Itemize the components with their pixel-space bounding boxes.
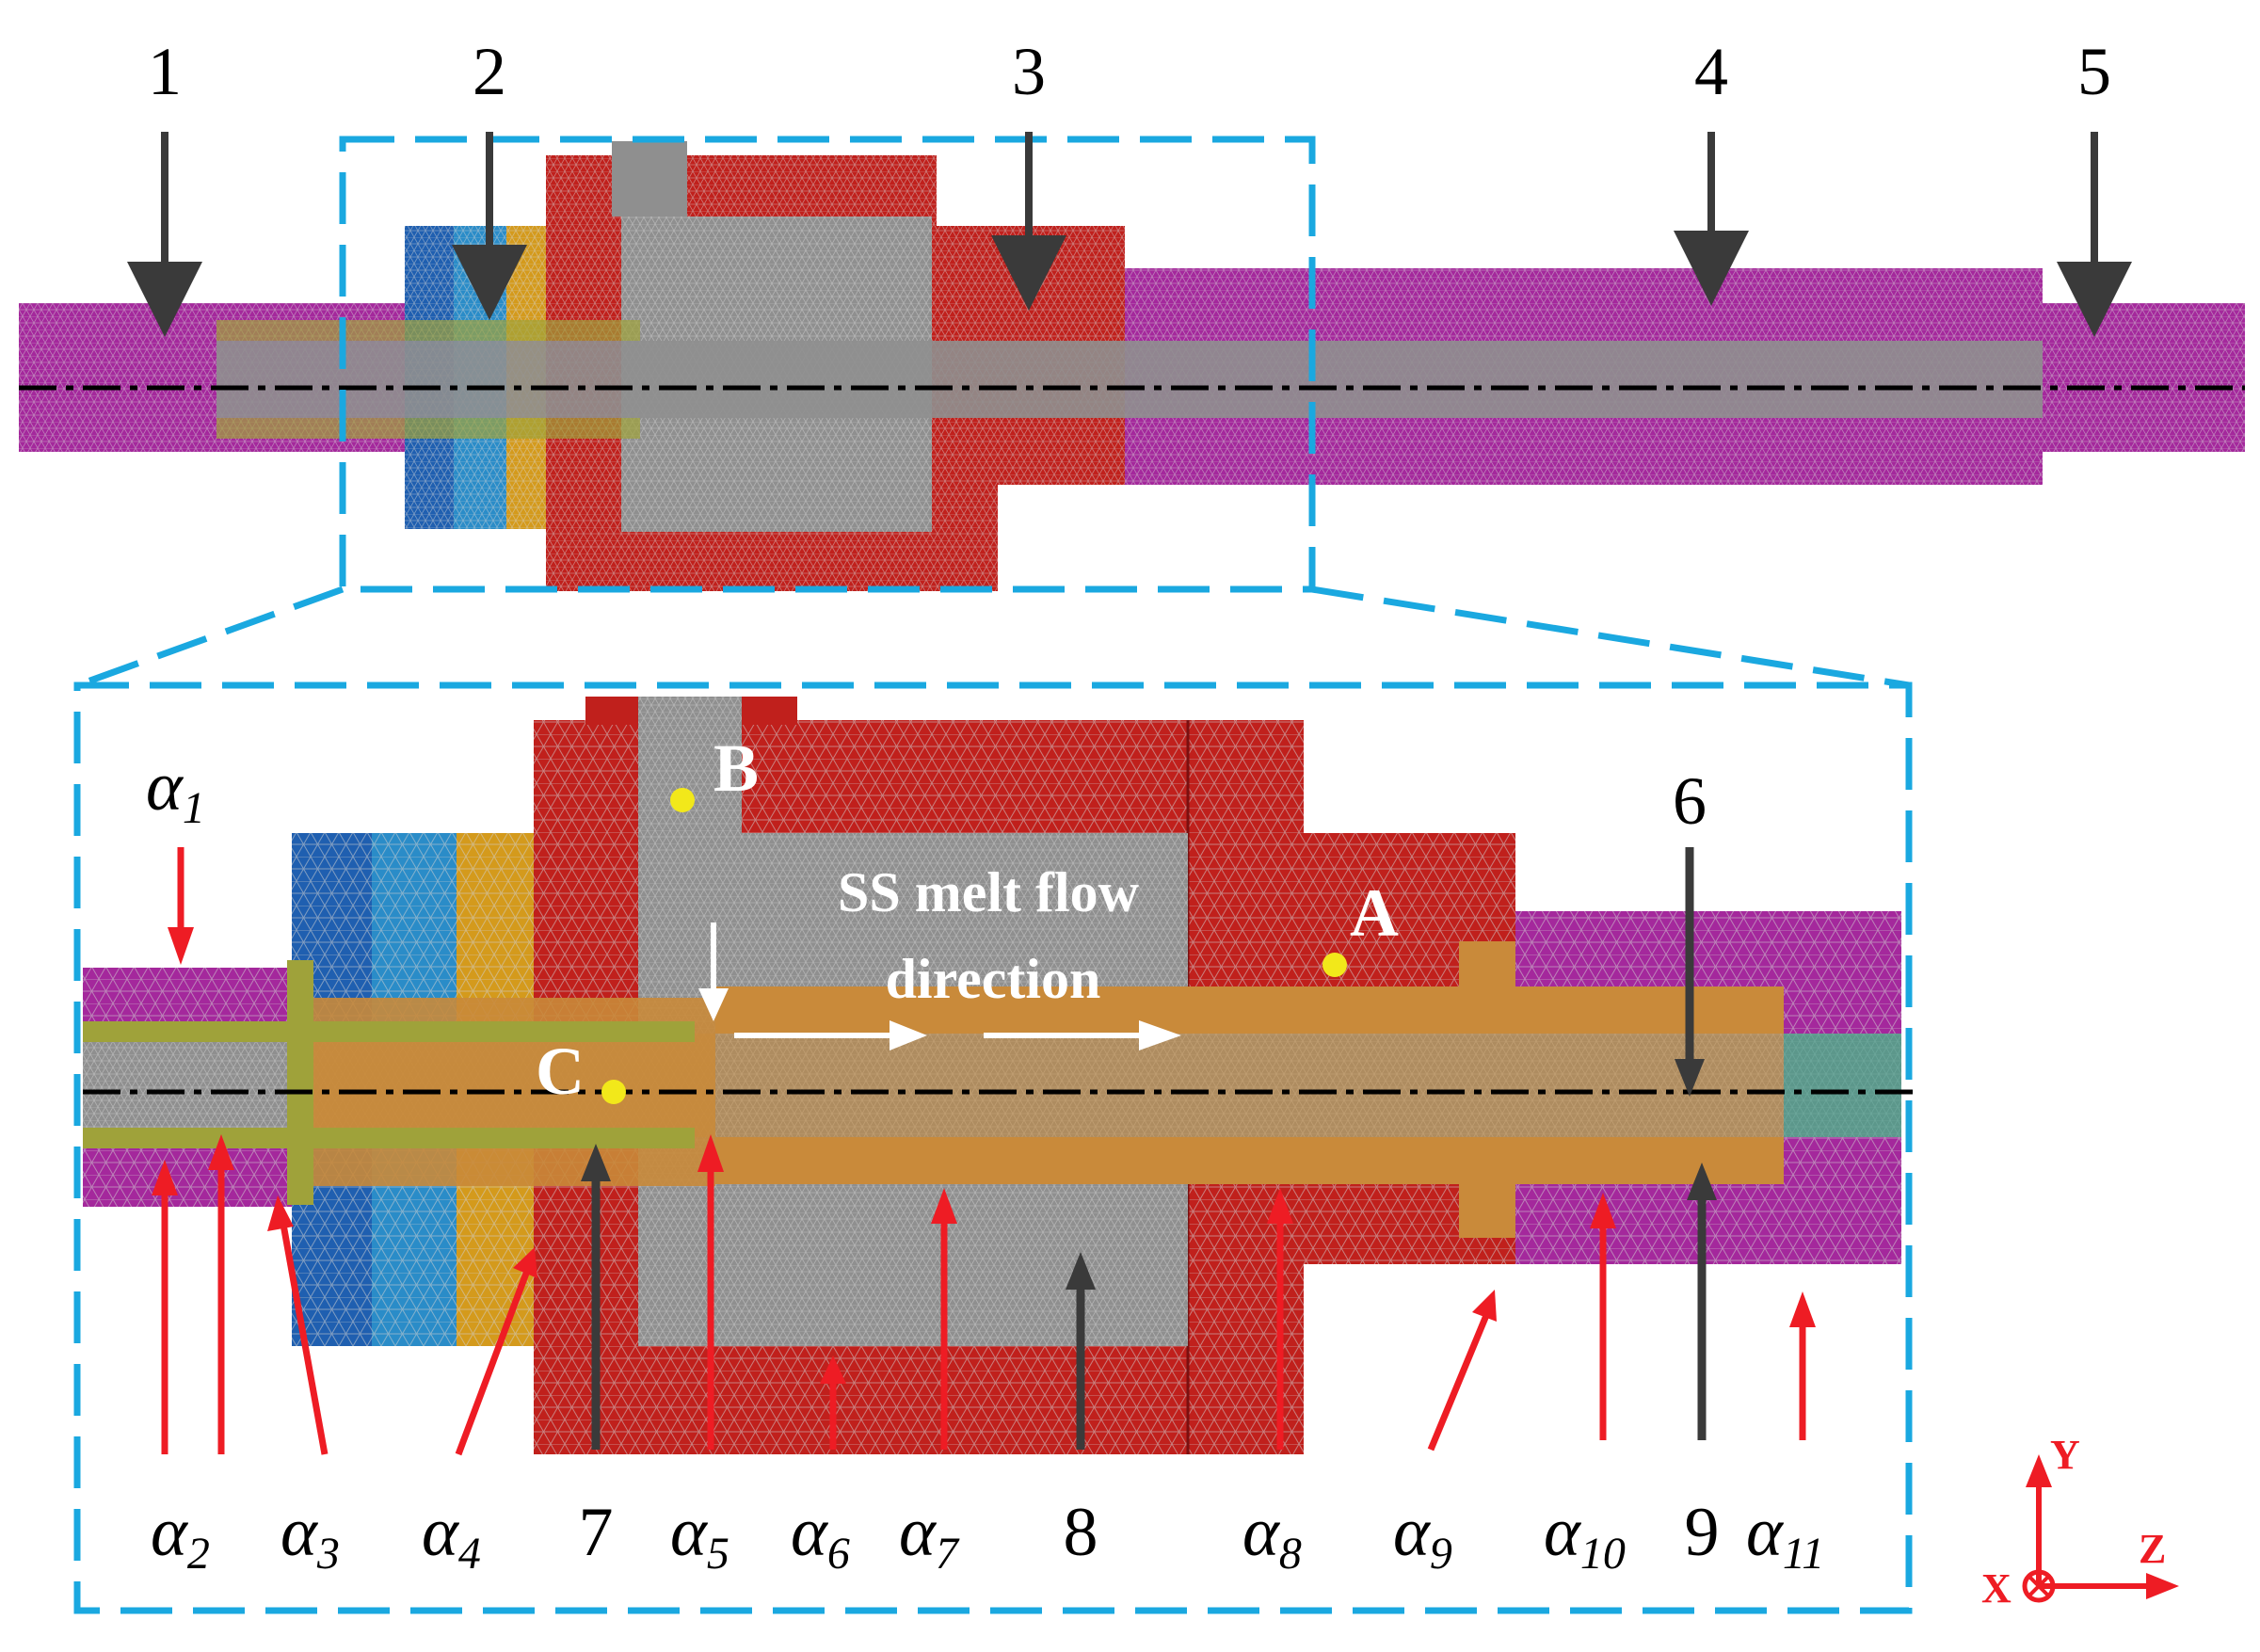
bottom-labels: α2 α3 α4 7 α5 α6 α7 8 α8 α9 α10 9 α11 [151, 1494, 1824, 1579]
zoom-box-top [339, 136, 1316, 593]
top-label-3: 3 [1012, 34, 1046, 109]
flow-annotation: SS melt flow direction [698, 861, 1181, 1051]
inner-olive-top [83, 1021, 695, 1042]
melt-sheath-bottom [715, 1137, 1784, 1184]
point-a-dot [1322, 953, 1347, 977]
point-a-label: A [1350, 875, 1399, 951]
alpha-3-label: α3 [280, 1494, 340, 1579]
monitor-points: B A C [536, 730, 1399, 1109]
top-label-5: 5 [2077, 34, 2111, 109]
alpha-1-callout: α1 [146, 748, 205, 965]
label-9: 9 [1685, 1494, 1720, 1571]
point-c-dot [601, 1080, 626, 1104]
alpha-11-label: α11 [1746, 1494, 1824, 1579]
part-arrows-detail [581, 847, 1717, 1450]
melt-sheath-top [715, 986, 1784, 1034]
alpha-2-label: α2 [151, 1494, 210, 1579]
alpha-4-label: α4 [422, 1494, 481, 1579]
zoom-guide-right [1311, 585, 1910, 689]
alpha-8-label: α8 [1242, 1494, 1302, 1579]
label-7: 7 [579, 1494, 614, 1571]
overview-model [19, 141, 2245, 591]
x-axis-symbol [2022, 1569, 2056, 1603]
coordinate-axes: Y Z X [1981, 1432, 2179, 1612]
teal-end-zone [1784, 1034, 1901, 1137]
zoom-guide-left [75, 585, 345, 689]
inner-olive-bottom [83, 1128, 695, 1148]
top-label-1: 1 [148, 34, 182, 109]
top-callouts: 1 2 3 4 5 [127, 34, 2132, 337]
label-6: 6 [1673, 763, 1707, 839]
alpha-7-label: α7 [899, 1494, 960, 1579]
point-c-label: C [536, 1034, 585, 1109]
alpha-6-label: α6 [791, 1494, 850, 1579]
flow-text-line2: direction [886, 948, 1101, 1010]
y-axis-label: Y [2050, 1432, 2080, 1478]
z-axis-label: Z [2139, 1526, 2166, 1572]
flow-text-line1: SS melt flow [838, 861, 1140, 923]
detail-model [83, 697, 1920, 1454]
core-channel [216, 341, 2043, 418]
x-axis-label: X [1981, 1565, 2012, 1612]
alpha-1-label: α1 [146, 748, 205, 833]
top-label-2: 2 [473, 34, 506, 109]
label-8: 8 [1064, 1494, 1098, 1571]
top-label-4: 4 [1694, 34, 1728, 109]
alpha-10-label: α10 [1544, 1494, 1626, 1579]
point-b-dot [670, 788, 695, 812]
point-b-label: B [713, 730, 759, 806]
alpha-5-label: α5 [670, 1494, 729, 1579]
zoom-box-detail [73, 682, 1913, 1614]
heat-transfer-arrows [152, 1134, 1816, 1456]
alpha-9-label: α9 [1393, 1494, 1452, 1579]
